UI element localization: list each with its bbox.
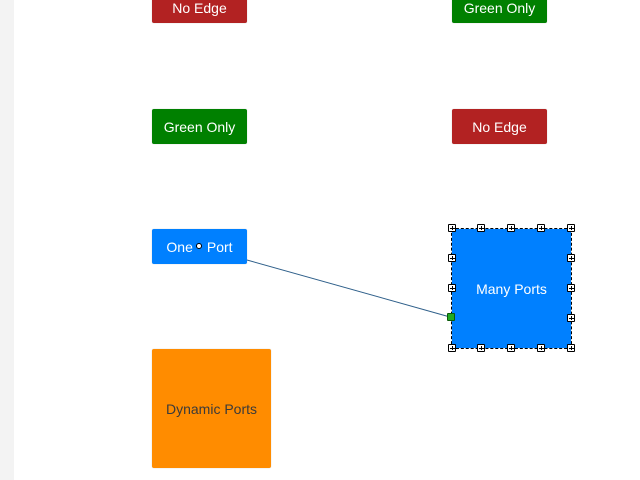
left-panel-strip: [0, 0, 14, 480]
node-one-port[interactable]: One Port: [152, 229, 247, 264]
port-handle[interactable]: [477, 224, 485, 232]
node-green-only-top[interactable]: Green Only: [452, 0, 547, 23]
port-handle[interactable]: [448, 224, 456, 232]
port-handle[interactable]: [448, 344, 456, 352]
node-dynamic-ports[interactable]: Dynamic Ports: [152, 349, 271, 468]
port-handle[interactable]: [448, 254, 456, 262]
port-handle[interactable]: [567, 344, 575, 352]
node-label: Dynamic Ports: [165, 400, 258, 417]
node-no-edge[interactable]: No Edge: [452, 109, 547, 144]
node-label: Port: [206, 238, 233, 255]
node-label: No Edge: [172, 0, 227, 16]
port-handle[interactable]: [567, 314, 575, 322]
port-handle[interactable]: [537, 224, 545, 232]
node-label: Green Only: [463, 0, 536, 16]
node-label: No Edge: [472, 118, 527, 135]
connected-port-handle[interactable]: [447, 313, 455, 321]
port-handle[interactable]: [537, 344, 545, 352]
port-handle[interactable]: [507, 344, 515, 352]
node-label: One: [166, 238, 193, 255]
node-many-ports[interactable]: Many Ports: [452, 229, 571, 348]
port-handle[interactable]: [567, 224, 575, 232]
port-handle[interactable]: [567, 284, 575, 292]
node-no-edge-top[interactable]: No Edge: [152, 0, 247, 23]
node-port[interactable]: [196, 243, 202, 249]
port-handle[interactable]: [477, 344, 485, 352]
node-label: Green Only: [163, 118, 236, 135]
node-label: Many Ports: [476, 280, 547, 297]
port-handle[interactable]: [507, 224, 515, 232]
port-handle[interactable]: [567, 254, 575, 262]
node-green-only[interactable]: Green Only: [152, 109, 247, 144]
port-handle[interactable]: [448, 284, 456, 292]
